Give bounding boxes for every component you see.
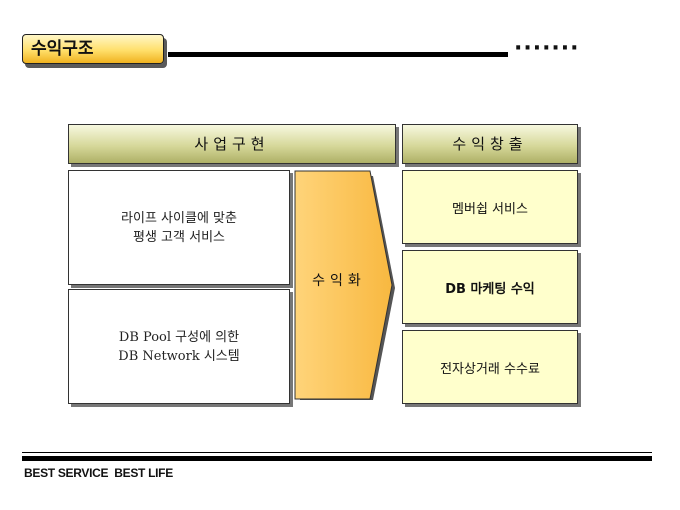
monetization-arrow (294, 170, 400, 406)
title-dots: ······· (514, 36, 580, 61)
box-lifecycle-line1: 라이프 사이클에 맞춘 (121, 210, 237, 226)
box-db-marketing: DB 마케팅 수익 (402, 250, 578, 324)
box-lifecycle-service: 라이프 사이클에 맞춘 평생 고객 서비스 (68, 170, 290, 285)
box-ecommerce-fee: 전자상거래 수수료 (402, 330, 578, 404)
box-db-network-line2: DB Network 시스템 (118, 348, 240, 364)
box-db-network: DB Pool 구성에 의한 DB Network 시스템 (68, 289, 290, 404)
footer-rule-thin (22, 452, 652, 453)
page-title: 수익구조 (22, 34, 164, 64)
header-business-implementation: 사업구현 (68, 124, 396, 164)
header-revenue-creation: 수익창출 (402, 124, 578, 164)
title-underline (168, 52, 508, 57)
footer-slogan: BEST SERVICE BEST LIFE (24, 466, 173, 480)
footer-rule-thick (22, 456, 652, 461)
arrow-label: 수익화 (312, 273, 366, 289)
box-lifecycle-line2: 평생 고객 서비스 (133, 229, 225, 245)
box-membership-service: 멤버쉽 서비스 (402, 170, 578, 244)
box-db-network-line1: DB Pool 구성에 의한 (118, 329, 240, 345)
